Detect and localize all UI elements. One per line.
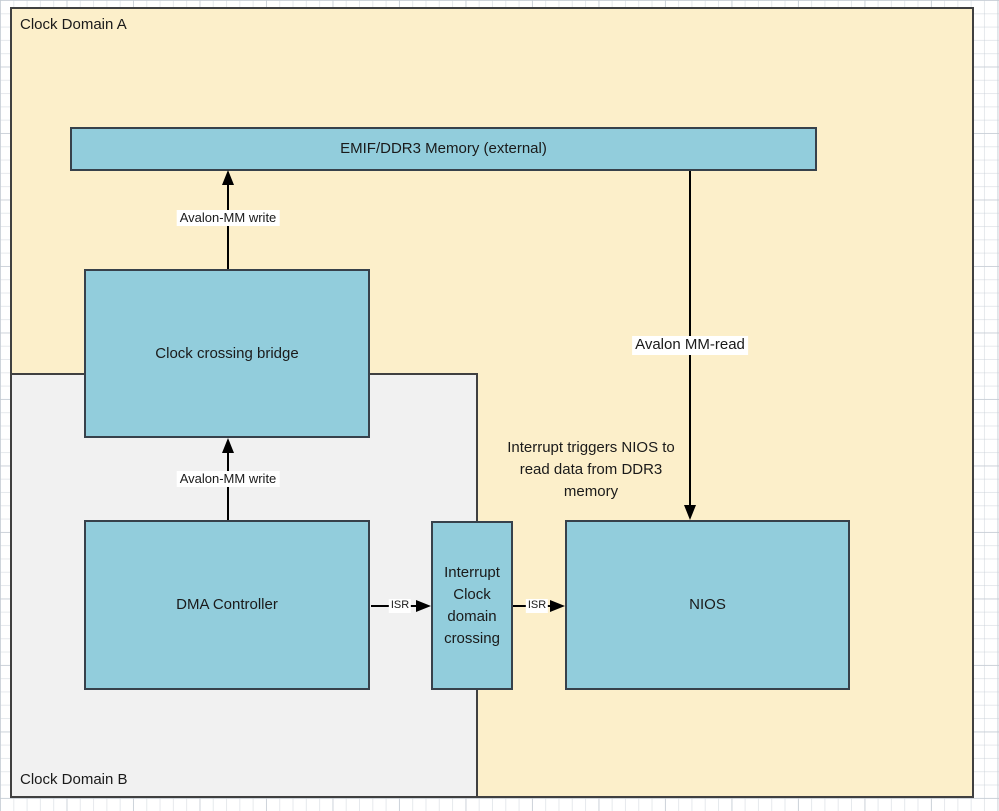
interrupt-clock-domain-crossing-label: Interrupt Clock domain crossing [444, 563, 500, 647]
clock-domain-a-label: Clock Domain A [20, 16, 127, 33]
isr-right-label: ISR [525, 599, 549, 613]
interrupt-clock-domain-crossing-block: Interrupt Clock domain crossing [431, 521, 513, 690]
isr-left-label: ISR [388, 599, 412, 613]
avalon-mm-write-upper-label: Avalon-MM write [176, 210, 280, 227]
dma-controller-block: DMA Controller [84, 520, 370, 690]
clock-crossing-bridge-label: Clock crossing bridge [155, 344, 299, 362]
nios-block: NIOS [565, 520, 850, 690]
avalon-mm-write-lower-label: Avalon-MM write [176, 471, 280, 488]
clock-crossing-bridge-block: Clock crossing bridge [84, 269, 370, 438]
clock-domain-b-label: Clock Domain B [20, 771, 128, 788]
avalon-mm-read-label: Avalon MM-read [632, 336, 748, 355]
emif-ddr3-memory-label: EMIF/DDR3 Memory (external) [340, 140, 547, 157]
nios-label: NIOS [689, 596, 726, 613]
emif-ddr3-memory-block: EMIF/DDR3 Memory (external) [70, 127, 817, 171]
interrupt-note: Interrupt triggers NIOS to read data fro… [507, 439, 675, 500]
dma-controller-label: DMA Controller [176, 596, 278, 613]
